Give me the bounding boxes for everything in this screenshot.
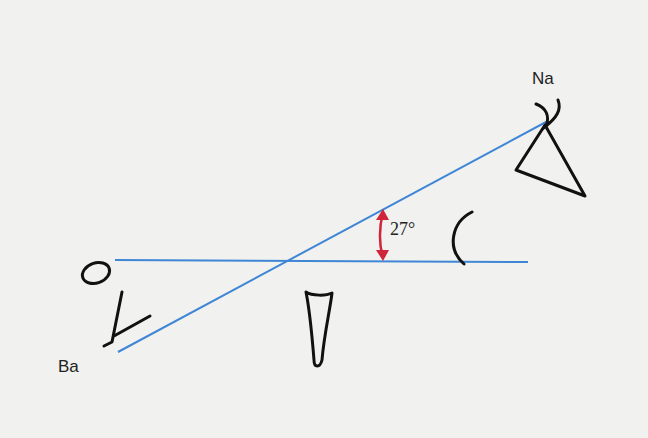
basion-mark <box>104 292 150 346</box>
horizontal-line <box>115 260 528 262</box>
nasal-mark <box>516 125 585 196</box>
point-label: Na <box>532 70 554 87</box>
orbit-mark <box>453 212 472 264</box>
angle-value: 27° <box>390 220 415 238</box>
pterygoid-mark <box>306 292 332 366</box>
arrow-head <box>376 250 389 261</box>
condyle-mark <box>79 259 112 287</box>
nasion-mark <box>536 100 559 126</box>
point-label: Ba <box>58 358 79 375</box>
arrow-head <box>376 209 389 220</box>
basion-nasion-line <box>118 122 546 352</box>
